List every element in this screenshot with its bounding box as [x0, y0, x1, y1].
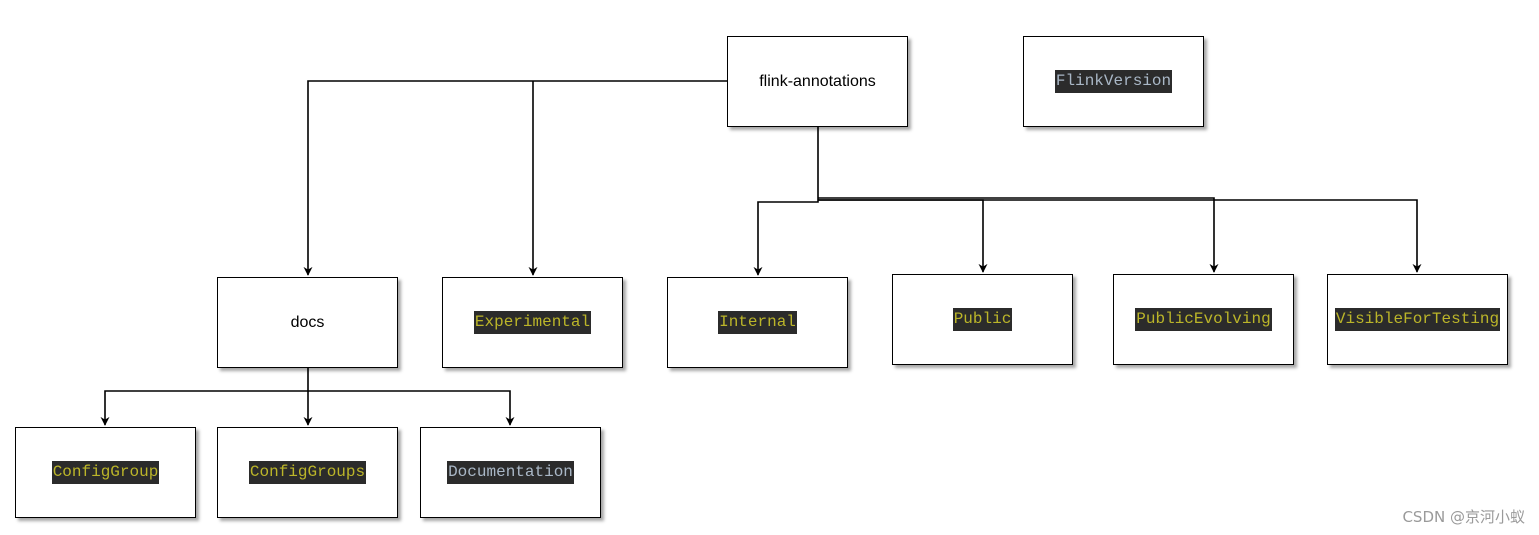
node-internal: Internal	[667, 277, 848, 368]
node-config-group: ConfigGroup	[15, 427, 196, 518]
node-public-evolving: PublicEvolving	[1113, 274, 1294, 365]
node-public-evolving-label: PublicEvolving	[1135, 308, 1272, 331]
node-public: Public	[892, 274, 1073, 365]
node-internal-label: Internal	[718, 311, 797, 334]
node-public-label: Public	[952, 308, 1013, 331]
node-config-groups-label: ConfigGroups	[248, 461, 367, 484]
node-documentation-label: Documentation	[447, 461, 574, 484]
node-flink-version: FlinkVersion	[1023, 36, 1204, 127]
edge-docs-to-config-group	[100, 368, 309, 426]
node-flink-annotations: flink-annotations	[727, 36, 908, 127]
node-docs-label: docs	[290, 313, 325, 331]
node-visible-for-testing: VisibleForTesting	[1327, 274, 1508, 365]
node-config-group-label: ConfigGroup	[51, 461, 160, 484]
node-visible-for-testing-label: VisibleForTesting	[1334, 308, 1501, 331]
node-flink-version-label: FlinkVersion	[1054, 70, 1173, 93]
node-docs: docs	[217, 277, 398, 368]
edge-root-to-internal	[753, 127, 819, 276]
edge-root-to-public-evolving	[818, 197, 1219, 273]
node-experimental: Experimental	[442, 277, 623, 368]
edge-root-to-public	[818, 199, 988, 273]
node-config-groups: ConfigGroups	[217, 427, 398, 518]
watermark: CSDN @京河小蚁	[1402, 508, 1525, 526]
node-flink-annotations-label: flink-annotations	[759, 72, 876, 90]
node-experimental-label: Experimental	[473, 311, 592, 334]
edge-docs-to-documentation	[308, 390, 515, 426]
edge-root-to-docs	[303, 80, 727, 276]
node-documentation: Documentation	[420, 427, 601, 518]
edge-root-to-visible-for-testing	[818, 199, 1422, 273]
